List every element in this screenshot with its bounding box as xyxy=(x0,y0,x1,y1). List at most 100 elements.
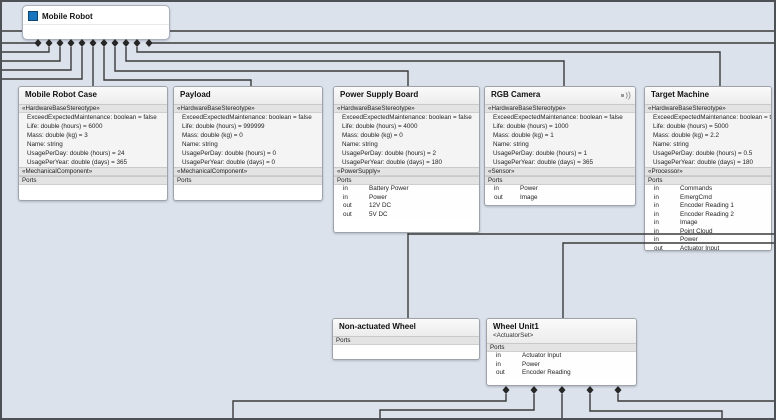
property-row: UsagePerYear: double (days) = 180 xyxy=(653,159,754,166)
component-power-supply-board[interactable]: Power Supply Board «HardwareBaseStereotyp… xyxy=(333,86,480,233)
component-rgb-camera[interactable]: RGB Camera «HardwareBaseStereotype»Exceed… xyxy=(484,86,636,206)
connector[interactable] xyxy=(232,394,507,418)
connector[interactable] xyxy=(2,47,83,80)
composition-diamond-icon xyxy=(34,39,42,47)
component-header: Payload xyxy=(174,87,322,104)
property-row: UsagePerDay: double (hours) = 24 xyxy=(27,150,125,157)
connector[interactable] xyxy=(589,394,723,418)
connector[interactable] xyxy=(2,47,50,53)
property-row: ExceedExpectedMaintenance: boolean = tru… xyxy=(653,114,772,121)
property-row: UsagePerDay: double (hours) = 2 xyxy=(342,150,436,157)
port-name: Encoder Reading 1 xyxy=(680,202,734,209)
port-row[interactable]: in EmergCmd xyxy=(645,193,771,202)
port-direction: in xyxy=(494,185,499,192)
property-row: ExceedExpectedMaintenance: boolean = fal… xyxy=(27,114,157,121)
property-row: Mass: double (kg) = 0 xyxy=(342,132,403,139)
connector[interactable] xyxy=(2,47,61,62)
ports-section-label: Ports xyxy=(645,176,771,185)
component-header: Mobile Robot xyxy=(23,6,169,25)
property-list: ExceedExpectedMaintenance: boolean = fal… xyxy=(334,113,479,167)
connector-to-target-machine[interactable] xyxy=(136,47,721,86)
port-name: Power xyxy=(522,360,540,368)
port-direction: in xyxy=(343,193,348,201)
connector-to-rgb-camera[interactable] xyxy=(125,47,565,86)
port-name: EmergCmd xyxy=(680,193,712,201)
connector-to-power-supply-board[interactable] xyxy=(114,47,409,86)
port-name: Commands xyxy=(680,185,713,192)
property-row: Name: string xyxy=(182,141,218,148)
property-row: ExceedExpectedMaintenance: boolean = fal… xyxy=(493,114,623,121)
ports-section-label: Ports xyxy=(333,336,479,345)
stereotype-band: «PowerSupply» xyxy=(334,167,479,176)
port-row[interactable]: in Encoder Reading 1 xyxy=(645,202,771,211)
port-direction: in xyxy=(654,227,659,235)
ports-section-label: Ports xyxy=(485,176,635,185)
component-title: RGB Camera xyxy=(491,90,541,99)
ports-section-label: Ports xyxy=(19,176,167,185)
behavior-badge-icon xyxy=(620,91,632,102)
composition-diamond-icon xyxy=(67,39,75,47)
port-name: Image xyxy=(680,219,698,226)
property-row: ExceedExpectedMaintenance: boolean = fal… xyxy=(182,114,312,121)
composition-diamond-icon xyxy=(614,386,622,394)
connector[interactable] xyxy=(617,394,774,402)
port-name: 5V DC xyxy=(369,210,388,218)
port-name: Encoder Reading xyxy=(522,369,571,376)
stereotype-band: «HardwareBaseStereotype» xyxy=(485,104,635,113)
stereotype-band: «HardwareBaseStereotype» xyxy=(334,104,479,113)
stereotype-band: «HardwareBaseStereotype» xyxy=(645,104,771,113)
port-direction: in xyxy=(496,352,501,359)
stereotype-band: «MechanicalComponent» xyxy=(19,167,167,176)
port-direction: in xyxy=(654,193,659,201)
component-mobile-robot-case[interactable]: Mobile Robot Case«HardwareBaseStereotype… xyxy=(18,86,168,201)
component-target-machine[interactable]: Target Machine «HardwareBaseStereotype»Ex… xyxy=(644,86,772,251)
component-header: RGB Camera xyxy=(485,87,635,104)
composition-diamond-icon xyxy=(89,39,97,47)
component-title: Target Machine xyxy=(651,90,710,99)
port-name: Power xyxy=(520,185,538,192)
ports-section-label: Ports xyxy=(334,176,479,185)
stereotype-band: «Sensor» xyxy=(485,167,635,176)
connector[interactable] xyxy=(2,47,72,71)
port-row[interactable]: out Encoder Reading xyxy=(487,369,636,378)
port-row[interactable]: in Power xyxy=(485,185,635,194)
component-payload[interactable]: Payload«HardwareBaseStereotype»ExceedExp… xyxy=(173,86,323,201)
composition-diamond-icon xyxy=(558,386,566,394)
component-mobile-robot[interactable]: Mobile Robot xyxy=(22,5,170,40)
component-title: Power Supply Board xyxy=(340,90,419,99)
component-header: Non-actuated Wheel xyxy=(333,319,479,336)
connector[interactable] xyxy=(379,394,535,418)
composition-diamond-icon xyxy=(530,386,538,394)
property-row: Name: string xyxy=(27,141,63,148)
port-direction: in xyxy=(343,185,348,192)
composition-diamond-icon xyxy=(586,386,594,394)
connector-to-wheel-unit1[interactable] xyxy=(562,242,774,318)
property-list: ExceedExpectedMaintenance: boolean = fal… xyxy=(174,113,322,167)
stereotype-band: «HardwareBaseStereotype» xyxy=(19,104,167,113)
connector-to-payload[interactable] xyxy=(103,47,252,86)
port-direction: out xyxy=(494,193,503,201)
composition-diamond-icon xyxy=(145,39,153,47)
port-direction: out xyxy=(496,369,505,376)
port-direction: in xyxy=(654,202,659,209)
port-name: Power xyxy=(680,236,698,243)
component-stereotype-label: <ActuatorSet> xyxy=(493,332,534,339)
port-direction: out xyxy=(654,244,663,251)
property-row: Name: string xyxy=(493,141,529,148)
